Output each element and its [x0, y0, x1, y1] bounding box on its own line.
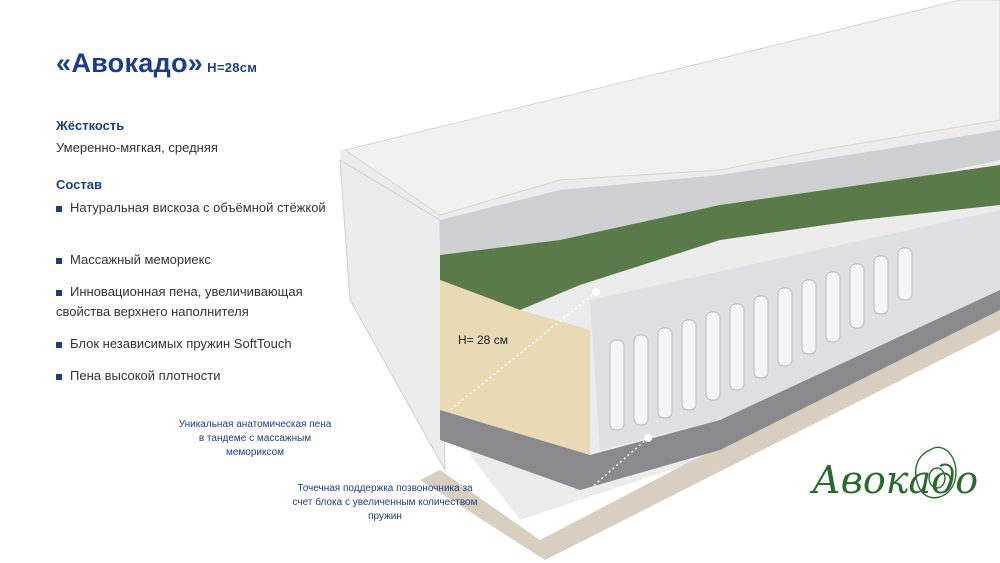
quilted-front	[339, 159, 446, 471]
product-name: «Авокадо»	[56, 48, 204, 78]
bullet-icon	[56, 289, 62, 296]
composition-item: Пена высокой плотности	[56, 366, 356, 386]
firmness-value: Умеренно-мягкая, средняя	[56, 140, 218, 155]
bullet-icon	[56, 341, 62, 348]
felt-layer	[440, 290, 1000, 490]
callout-springs: Точечная поддержка позвоночника за счет …	[292, 483, 478, 522]
callout-lines	[449, 291, 649, 516]
quilted-top	[343, 0, 1000, 216]
brand-logo: Авокадо	[812, 458, 979, 502]
callout-dot-springs	[644, 434, 652, 442]
composition-item: Натуральная вискоза с объёмной стёжкой	[56, 198, 356, 218]
spring-columns	[609, 247, 913, 431]
firmness-label: Жёсткость	[56, 118, 125, 133]
composition-item: Инновационная пена, увеличивающая свойст…	[56, 284, 303, 319]
composition-label: Состав	[56, 177, 102, 192]
composition-item: Блок независимых пружин SoftTouch	[56, 334, 356, 354]
green-foam-layer	[440, 165, 1000, 310]
high-density-foam	[440, 280, 590, 455]
bullet-icon	[56, 373, 62, 380]
callout-dot-foam	[592, 288, 600, 296]
bullet-icon	[56, 257, 62, 264]
memory-foam-layer	[440, 130, 1000, 255]
callout-memory-foam: Уникальная анатомическая пена в тандеме …	[178, 419, 332, 458]
diagram-height-label: H= 28 см	[458, 333, 508, 347]
avocado-logo-icon	[914, 446, 957, 499]
bullet-icon	[56, 205, 62, 212]
height-label: H=28см	[207, 60, 258, 75]
product-title: «Авокадо»H=28см	[56, 48, 257, 79]
composition-item: Массажный мемориекс	[56, 250, 356, 270]
